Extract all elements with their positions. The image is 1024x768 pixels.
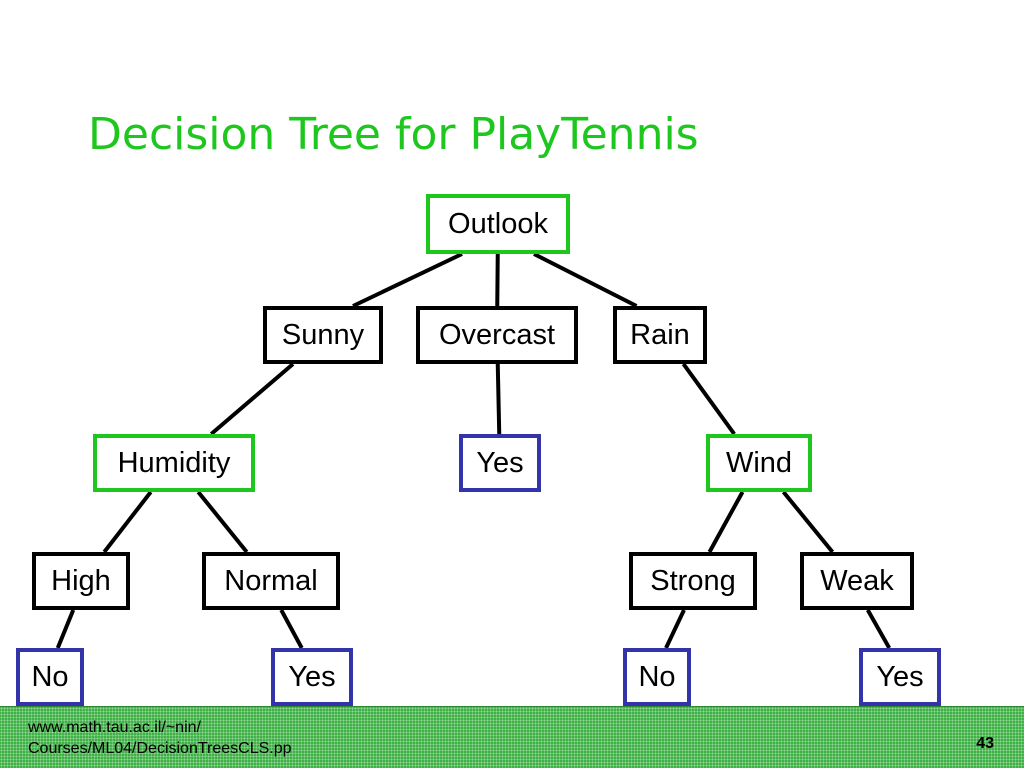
source-line-2: Courses/ML04/DecisionTreesCLS.pp (28, 740, 292, 757)
edge-outlook-sunny (352, 252, 463, 308)
slide-title: Decision Tree for PlayTennis (88, 109, 699, 160)
edge-rain-wind (681, 362, 736, 436)
node-yes-weak: Yes (859, 648, 941, 706)
node-wind: Wind (706, 434, 812, 492)
edge-humidity-normal (196, 490, 249, 554)
node-weak: Weak (800, 552, 914, 610)
edge-normal-yes-normal (279, 609, 304, 649)
edge-outlook-overcast (495, 253, 500, 307)
node-normal: Normal (202, 552, 340, 610)
node-rain: Rain (613, 306, 707, 364)
node-no-high: No (16, 648, 84, 706)
edge-strong-no-strong (664, 609, 686, 649)
node-sunny: Sunny (263, 306, 383, 364)
edge-wind-weak (781, 490, 835, 554)
node-humidity: Humidity (93, 434, 255, 492)
edge-wind-strong (707, 491, 745, 553)
page-number: 43 (976, 735, 994, 752)
edge-weak-yes-weak (866, 609, 891, 649)
footer-bar: www.math.tau.ac.il/~nin/ Courses/ML04/De… (0, 706, 1024, 768)
node-overcast: Overcast (416, 306, 578, 364)
node-yes-normal: Yes (271, 648, 353, 706)
edge-outlook-rain (533, 252, 638, 308)
node-no-strong: No (623, 648, 691, 706)
node-strong: Strong (629, 552, 757, 610)
node-high: High (32, 552, 130, 610)
source-line-1: www.math.tau.ac.il/~nin/ (28, 719, 201, 736)
node-outlook: Outlook (426, 194, 570, 254)
node-yes-overcast: Yes (459, 434, 541, 492)
edge-high-no-high (55, 609, 76, 649)
edge-sunny-humidity (209, 362, 295, 436)
edge-humidity-high (102, 490, 153, 554)
edge-overcast-yes-overcast (495, 363, 502, 435)
source-citation: www.math.tau.ac.il/~nin/ Courses/ML04/De… (28, 717, 292, 759)
